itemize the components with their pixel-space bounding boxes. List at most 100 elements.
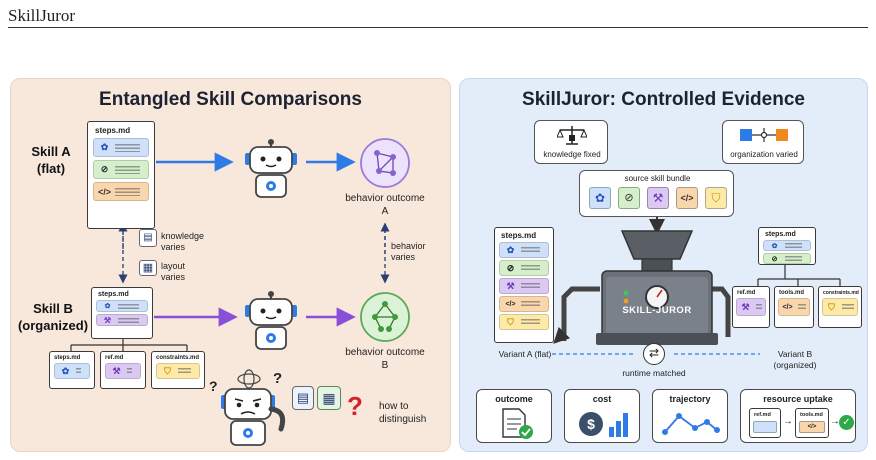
metric-label: cost: [592, 394, 612, 404]
trajectory-icon: [662, 413, 720, 435]
machine-label: SKILL-JUROR: [622, 305, 692, 316]
entangled-comparisons-panel: Entangled Skill Comparisons Skill A (fla…: [10, 78, 451, 452]
metric-label: trajectory: [669, 394, 711, 404]
wrench-icon: ⚒: [741, 301, 750, 312]
scale-lock-icon: [557, 126, 587, 145]
right-panel-title: SkillJuror: Controlled Evidence: [522, 89, 805, 110]
check-circle-icon: ⊘: [100, 164, 109, 174]
organization-icon: [740, 128, 788, 142]
doc-row-shield: ⛉: [156, 363, 200, 379]
swap-arrows-icon: ⇄: [643, 343, 665, 365]
variant-a-doc-title: steps.md: [501, 231, 537, 240]
variant-b-label: Variant B (organized): [773, 349, 817, 370]
doc-row-check: ⊘: [763, 253, 811, 264]
uptake-tools-label: tools.md: [800, 412, 823, 418]
variant-a-doc: steps.md ✿ ⊘ ⚒ </> ⛉: [494, 227, 554, 343]
doc-row-code: </>: [778, 298, 810, 316]
gear-icon: ✿: [506, 244, 515, 255]
skill-b-tree: [70, 337, 188, 351]
skill-a-doc: steps.md ✿ ⊘ </>: [87, 121, 155, 229]
outcome-a-network-icon: [360, 138, 410, 188]
gear-icon: ✿: [100, 142, 109, 152]
machine-to-variant-b-pipe: [710, 286, 731, 337]
check-circle-icon: ⊘: [618, 187, 640, 209]
metric-label: outcome: [495, 394, 533, 404]
source-bundle-label: source skill bundle: [624, 174, 691, 183]
header-rule: [8, 27, 868, 28]
skill-b-label: Skill B: [33, 301, 73, 316]
variant-b-doc: steps.md ✿ ⊘: [758, 227, 816, 265]
sub-doc-ref: ref.md ⚒: [100, 351, 146, 389]
knowledge-fixed-label: knowledge fixed: [543, 150, 601, 159]
doc-row-settings: [753, 421, 777, 433]
knowledge-doc-icon: ▤: [292, 386, 314, 410]
sub-doc-title: steps.md: [54, 355, 81, 361]
variant-a-label: Variant A (flat): [498, 349, 552, 359]
code-icon: </>: [799, 421, 825, 433]
table-icon: ▦: [317, 386, 341, 410]
doc-row-shield: ⛉: [822, 298, 858, 316]
gear-icon: ✿: [104, 303, 111, 310]
page-title: SkillJuror: [8, 6, 76, 25]
outcome-a-label: behavior outcome A: [345, 193, 425, 217]
doc-row-shield: ⛉: [499, 314, 549, 330]
doc-row-settings: ✿: [763, 240, 811, 251]
gear-icon: ✿: [589, 187, 611, 209]
doc-row-settings: ✿: [96, 300, 148, 312]
table-icon: ▦: [139, 260, 157, 276]
doc-row-settings: ✿: [499, 242, 549, 258]
sub-doc-title: tools.md: [779, 290, 804, 296]
metric-card-cost: cost $: [564, 389, 640, 443]
robot-icon: [245, 291, 297, 350]
layout-varies-label: layout varies: [161, 261, 186, 283]
check-circle-icon: ⊘: [771, 255, 778, 263]
doc-row-tool: ⚒: [96, 314, 148, 326]
sub-doc-title: constraints.md: [823, 290, 859, 296]
how-to-distinguish-label: how to distinguish: [379, 401, 427, 425]
left-panel-title: Entangled Skill Comparisons: [99, 89, 362, 110]
variant-a-arrow: [553, 326, 571, 344]
doc-row-settings: ✿: [54, 363, 90, 379]
variant-b-sub-constraints: constraints.md ⛉: [818, 286, 862, 328]
wrench-icon: ⚒: [103, 315, 112, 325]
doc-row-code: </>: [499, 296, 549, 312]
skill-a-sub: (flat): [36, 160, 66, 176]
svg-text:?: ?: [273, 370, 282, 387]
metric-card-resource-uptake: resource uptake ref.md → tools.md </> → …: [740, 389, 856, 443]
svg-text:$: $: [587, 416, 595, 432]
metric-card-trajectory: trajectory: [652, 389, 728, 443]
sub-doc-steps: steps.md ✿: [49, 351, 95, 389]
skill-a-doc-title: steps.md: [95, 126, 131, 135]
arrow-right-icon: →: [830, 416, 840, 427]
document-check-icon: [502, 408, 533, 439]
knowledge-varies-label: knowledge varies: [161, 231, 205, 253]
controlled-evidence-panel: SkillJuror: Controlled Evidence knowledg…: [459, 78, 868, 452]
uptake-ref-doc: ref.md: [749, 408, 781, 438]
knowledge-fixed-card: knowledge fixed: [534, 120, 608, 164]
organization-varied-label: organization varied: [730, 150, 798, 159]
variant-b-tree: [757, 265, 841, 286]
behavior-varies-label: behavior varies: [391, 241, 426, 263]
outcome-b-label: behavior outcome B: [345, 347, 425, 371]
skill-b-doc-title: steps.md: [98, 291, 129, 298]
metric-card-outcome: outcome: [476, 389, 552, 443]
wrench-icon: ⚒: [112, 365, 121, 376]
wrench-icon: ⚒: [506, 280, 515, 291]
code-icon: </>: [676, 187, 698, 209]
shield-icon: ⛉: [828, 301, 835, 312]
knowledge-doc-icon: ▤: [139, 229, 157, 247]
wrench-icon: ⚒: [647, 187, 669, 209]
skill-juror-machine: [596, 230, 718, 345]
code-icon: </>: [782, 303, 793, 311]
arrow-right-icon: →: [783, 416, 793, 427]
sub-doc-title: ref.md: [105, 355, 124, 361]
code-icon: </>: [98, 186, 112, 197]
doc-row-tool: ⚒: [499, 278, 549, 294]
shield-icon: ⛉: [164, 365, 171, 376]
code-icon: </>: [505, 300, 516, 308]
skill-b-sub: (organized): [17, 317, 89, 333]
variant-b-sub-ref: ref.md ⚒: [732, 286, 770, 328]
left-arrows: [70, 152, 390, 351]
organization-varied-card: organization varied: [722, 120, 804, 164]
doc-row-check: ⊘: [499, 260, 549, 276]
